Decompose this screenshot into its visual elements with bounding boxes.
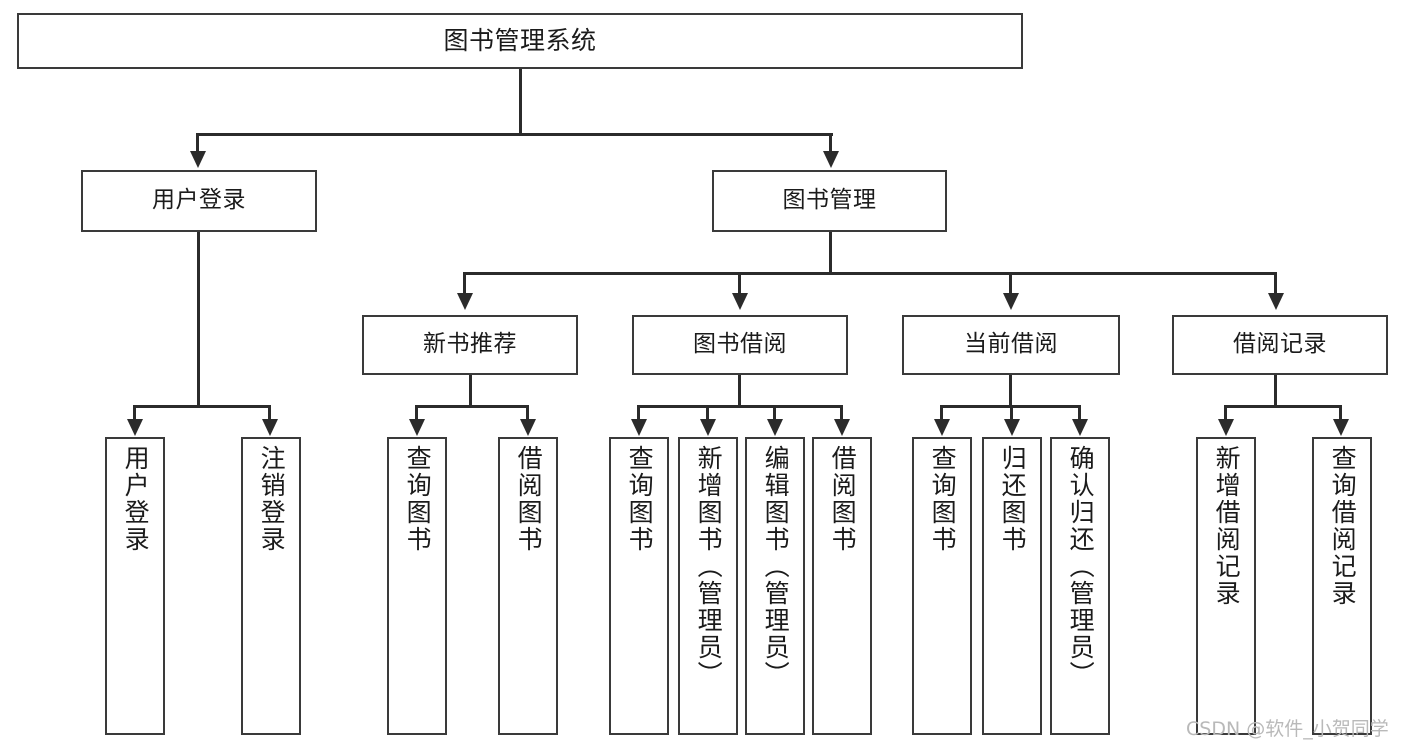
node-label: 编辑图书（管理员） <box>761 445 791 688</box>
connector-current-borrow-leaf-3 <box>1078 405 1081 421</box>
node-new-book-recommend[interactable]: 新书推荐 <box>362 315 578 375</box>
node-label: 查询图书 <box>625 445 655 553</box>
csdn-watermark: CSDN @软件_小贺同学 <box>1186 718 1389 740</box>
arrowhead-leaf-add-book <box>700 419 716 436</box>
node-label: 用户登录 <box>121 445 151 553</box>
connector-to-book-management <box>829 133 832 153</box>
connector-current-borrow-stem <box>1009 375 1012 405</box>
node-label: 注销登录 <box>257 445 287 553</box>
arrowhead-leaf-user-logout <box>262 419 278 436</box>
connector-borrow-record-leaf-2 <box>1339 405 1342 421</box>
connector-book-borrow-leaf-1 <box>637 405 640 421</box>
node-label: 新增借阅记录 <box>1212 445 1242 607</box>
node-leaf-add-book[interactable]: 新增图书（管理员） <box>678 437 738 735</box>
node-label: 当前借阅 <box>964 331 1058 358</box>
arrowhead-current-borrow <box>1003 293 1019 310</box>
connector-level3-bus <box>463 272 1277 275</box>
node-label: 借阅图书 <box>828 445 858 553</box>
connector-new-book-leaf-2 <box>526 405 529 421</box>
node-label: 查询借阅记录 <box>1328 445 1358 607</box>
connector-book-borrow-leaf-2 <box>706 405 709 421</box>
node-current-borrow[interactable]: 当前借阅 <box>902 315 1120 375</box>
connector-to-book-borrow <box>738 272 741 295</box>
node-leaf-query-record[interactable]: 查询借阅记录 <box>1312 437 1372 735</box>
connector-book-borrow-leaf-3 <box>773 405 776 421</box>
arrowhead-leaf-confirm-return <box>1072 419 1088 436</box>
node-leaf-return-book[interactable]: 归还图书 <box>982 437 1042 735</box>
node-label: 新书推荐 <box>423 331 517 358</box>
node-leaf-add-record[interactable]: 新增借阅记录 <box>1196 437 1256 735</box>
connector-new-book-bus <box>415 405 529 408</box>
node-label: 归还图书 <box>998 445 1028 553</box>
node-label: 借阅记录 <box>1233 331 1327 358</box>
connector-borrow-record-leaf-1 <box>1224 405 1227 421</box>
connector-current-borrow-leaf-2 <box>1010 405 1013 421</box>
node-label: 新增图书（管理员） <box>694 445 724 688</box>
node-label: 确认归还（管理员） <box>1066 445 1096 688</box>
node-label: 查询图书 <box>403 445 433 553</box>
arrowhead-borrow-record <box>1268 293 1284 310</box>
connector-borrow-record-bus <box>1224 405 1342 408</box>
node-borrow-record[interactable]: 借阅记录 <box>1172 315 1388 375</box>
node-leaf-borrow-book[interactable]: 借阅图书 <box>812 437 872 735</box>
arrowhead-book-management <box>823 151 839 168</box>
node-label: 用户登录 <box>152 187 246 214</box>
arrowhead-book-borrow <box>732 293 748 310</box>
connector-user-login-stem <box>197 232 200 405</box>
arrowhead-leaf-return-book <box>1004 419 1020 436</box>
arrowhead-user-login <box>190 151 206 168</box>
arrowhead-leaf-edit-book <box>767 419 783 436</box>
connector-to-new-book-recommend <box>463 272 466 295</box>
node-leaf-edit-book[interactable]: 编辑图书（管理员） <box>745 437 805 735</box>
arrowhead-leaf-query-book-2 <box>631 419 647 436</box>
connector-user-login-bus <box>133 405 270 408</box>
node-leaf-user-logout[interactable]: 注销登录 <box>241 437 301 735</box>
node-label: 图书管理系统 <box>443 26 597 56</box>
node-leaf-confirm-return[interactable]: 确认归还（管理员） <box>1050 437 1110 735</box>
connector-to-user-login <box>196 133 199 153</box>
arrowhead-leaf-user-login <box>127 419 143 436</box>
connector-book-borrow-stem <box>738 375 741 405</box>
connector-level2-bus <box>196 133 833 136</box>
arrowhead-new-book-recommend <box>457 293 473 310</box>
node-root-book-management-system[interactable]: 图书管理系统 <box>17 13 1023 69</box>
node-user-login[interactable]: 用户登录 <box>81 170 317 232</box>
node-leaf-user-login[interactable]: 用户登录 <box>105 437 165 735</box>
arrowhead-leaf-add-record <box>1218 419 1234 436</box>
node-label: 借阅图书 <box>514 445 544 553</box>
arrowhead-leaf-query-book-3 <box>934 419 950 436</box>
connector-borrow-record-stem <box>1274 375 1277 405</box>
connector-current-borrow-leaf-1 <box>940 405 943 421</box>
connector-new-book-stem <box>469 375 472 405</box>
node-label: 图书借阅 <box>693 331 787 358</box>
node-label: 图书管理 <box>782 187 877 214</box>
arrowhead-leaf-query-book-1 <box>409 419 425 436</box>
arrowhead-leaf-borrow-book-1 <box>520 419 536 436</box>
arrowhead-leaf-query-record <box>1333 419 1349 436</box>
node-leaf-query-book-borrow[interactable]: 查询图书 <box>609 437 669 735</box>
node-leaf-borrow-book-new[interactable]: 借阅图书 <box>498 437 558 735</box>
connector-book-borrow-leaf-4 <box>840 405 843 421</box>
connector-user-login-leaf-1 <box>133 405 136 421</box>
node-leaf-query-book-current[interactable]: 查询图书 <box>912 437 972 735</box>
arrowhead-leaf-borrow-book-2 <box>834 419 850 436</box>
connector-new-book-leaf-1 <box>415 405 418 421</box>
node-label: 查询图书 <box>928 445 958 553</box>
node-book-management[interactable]: 图书管理 <box>712 170 947 232</box>
connector-to-current-borrow <box>1009 272 1012 295</box>
node-book-borrow[interactable]: 图书借阅 <box>632 315 848 375</box>
connector-user-login-leaf-2 <box>268 405 271 421</box>
connector-book-borrow-bus <box>637 405 843 408</box>
connector-root-stem <box>519 69 522 133</box>
node-leaf-query-book-new[interactable]: 查询图书 <box>387 437 447 735</box>
connector-book-management-stem <box>829 232 832 272</box>
connector-to-borrow-record <box>1274 272 1277 295</box>
